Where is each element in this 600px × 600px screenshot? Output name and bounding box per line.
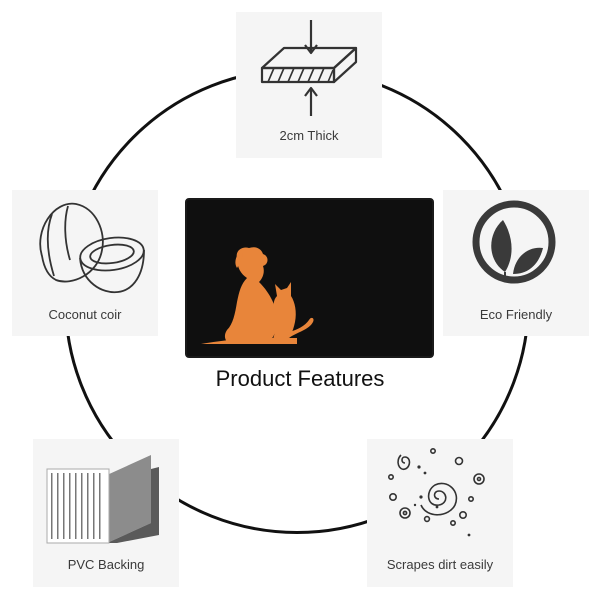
leaf-icon <box>472 200 556 284</box>
feature-label: Scrapes dirt easily <box>386 557 494 572</box>
dirt-particles-icon <box>387 448 485 537</box>
feature-card-coconut: Coconut coir <box>12 190 158 336</box>
feature-card-thickness: 2cm Thick <box>236 12 382 158</box>
page-title: Product Features <box>215 366 385 391</box>
feature-card-pvc: PVC Backing <box>33 439 179 587</box>
coconut-icon <box>39 202 145 293</box>
feature-card-dirt: Scrapes dirt easily <box>367 439 513 587</box>
pvc-backing-icon <box>46 455 159 544</box>
feature-label: Coconut coir <box>48 307 122 322</box>
thickness-icon <box>260 20 358 116</box>
feature-label: Eco Friendly <box>479 307 553 322</box>
pet-silhouette-icon <box>201 247 314 344</box>
doormat-image <box>185 198 434 358</box>
feature-card-eco: Eco Friendly <box>443 190 589 336</box>
feature-label: PVC Backing <box>67 557 145 572</box>
feature-label: 2cm Thick <box>279 128 339 143</box>
